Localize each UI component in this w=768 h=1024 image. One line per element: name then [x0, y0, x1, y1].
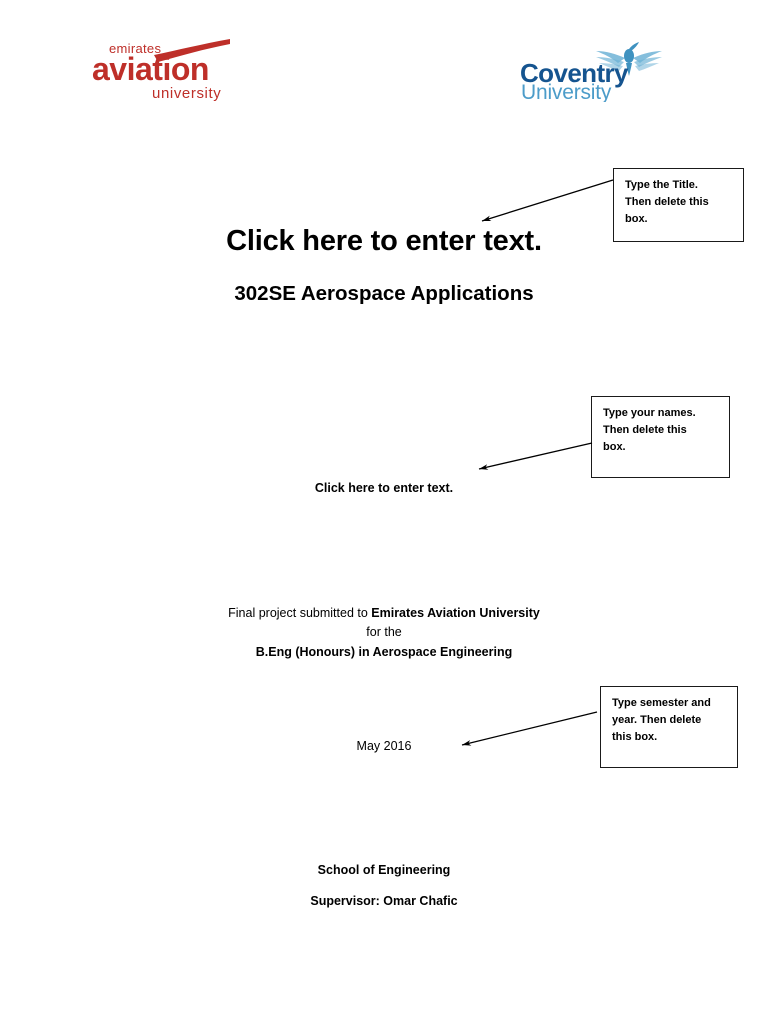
- callout-names-line2: Then delete this: [603, 424, 687, 437]
- page-title[interactable]: Click here to enter text.: [226, 225, 542, 257]
- submission-institution: Emirates Aviation University: [371, 606, 540, 620]
- supervisor-name: Supervisor: Omar Chafic: [310, 894, 458, 908]
- callout-box-date[interactable]: Type semester and year. Then delete this…: [600, 686, 738, 768]
- emirates-aviation-university-logo: emirates aviation university: [92, 38, 242, 104]
- arrow-title: [481, 179, 614, 222]
- submission-date[interactable]: May 2016: [356, 739, 412, 753]
- callout-box-title[interactable]: Type the Title. Then delete this box.: [613, 168, 744, 242]
- arrow-title-line: [481, 179, 614, 222]
- submission-statement: Final project submitted to Emirates Avia…: [0, 606, 768, 620]
- callout-date-line1: Type semester and: [612, 697, 711, 709]
- callout-date-line3: this box.: [612, 731, 658, 744]
- callout-names-line1: Type your names.: [603, 407, 696, 419]
- callout-date-line2: year. Then delete: [612, 714, 702, 727]
- coventry-logo-graphic: Coventry University: [520, 42, 662, 104]
- phoenix-icon: [596, 42, 662, 76]
- course-subtitle[interactable]: 302SE Aerospace Applications: [234, 282, 534, 305]
- coventry-university-logo: Coventry University: [520, 40, 665, 104]
- submission-degree: B.Eng (Honours) in Aerospace Engineering: [255, 645, 513, 659]
- callout-title-line1: Type the Title.: [625, 179, 698, 191]
- submission-prefix: Final project submitted to: [228, 606, 372, 620]
- emirates-logo-graphic: emirates aviation university: [92, 39, 230, 102]
- emirates-wordmark-line1: emirates: [109, 41, 161, 56]
- university-wordmark: University: [521, 81, 612, 102]
- swoosh-icon: [154, 39, 230, 62]
- callout-names-line3: box.: [603, 441, 626, 454]
- callout-title-line3: box.: [625, 213, 648, 226]
- callout-title-line2: Then delete this: [625, 196, 709, 209]
- aviation-wordmark: aviation: [92, 51, 209, 87]
- arrow-names: [478, 442, 593, 470]
- university-wordmark: university: [152, 85, 221, 102]
- author-names-placeholder[interactable]: Click here to enter text.: [314, 481, 454, 495]
- school-name: School of Engineering: [317, 863, 451, 877]
- submission-for-the: for the: [366, 625, 402, 639]
- arrow-names-line: [478, 442, 593, 470]
- coventry-wordmark: Coventry: [520, 58, 629, 88]
- callout-box-names[interactable]: Type your names. Then delete this box.: [591, 396, 730, 478]
